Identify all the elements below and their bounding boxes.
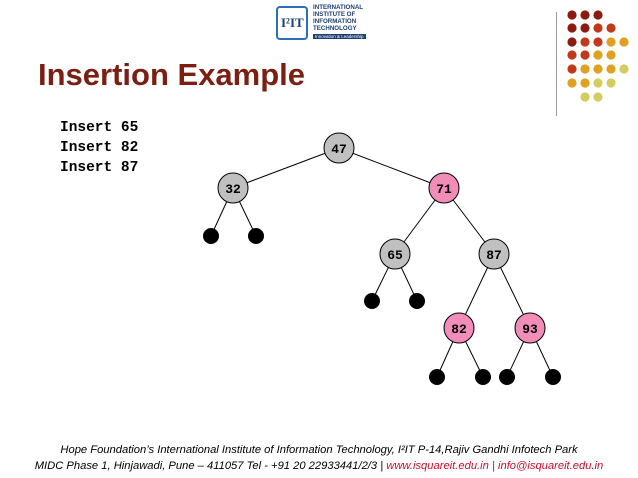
footer-separator: | bbox=[488, 460, 498, 472]
decorative-dot bbox=[593, 64, 603, 74]
node-key: 65 bbox=[387, 248, 403, 263]
decorative-dot bbox=[580, 50, 590, 60]
node-key: 82 bbox=[451, 322, 467, 337]
email-link[interactable]: info@isquareit.edu.in bbox=[497, 460, 604, 472]
nil-leaf bbox=[364, 293, 380, 309]
decorative-dot bbox=[567, 37, 577, 47]
decorative-dot bbox=[593, 50, 603, 60]
slide-title: Insertion Example bbox=[38, 57, 306, 92]
website-link[interactable]: www.isquareit.edu.in bbox=[386, 460, 489, 472]
decorative-dot bbox=[606, 23, 616, 33]
decorative-dot bbox=[580, 64, 590, 74]
edge-47-32 bbox=[232, 147, 340, 189]
decorative-dot bbox=[567, 78, 577, 88]
nil-leaf bbox=[545, 369, 561, 385]
decorative-dot bbox=[593, 78, 603, 88]
node-circle bbox=[428, 172, 460, 204]
footer-contact-line: MIDC Phase 1, Hinjawadi, Pune – 411057 T… bbox=[0, 460, 638, 472]
logo-line: INTERNATIONAL bbox=[313, 4, 364, 11]
node-circle bbox=[478, 238, 510, 270]
node-key: 71 bbox=[436, 182, 452, 197]
decorative-dot bbox=[580, 78, 590, 88]
vertical-divider bbox=[556, 12, 557, 116]
red-black-tree-diagram: 47 32 71 65 87 82 93 bbox=[203, 132, 561, 385]
tree-node-71: 71 bbox=[428, 172, 460, 204]
nil-leaf bbox=[203, 228, 219, 244]
tree-node-87: 87 bbox=[478, 238, 510, 270]
decorative-dot bbox=[580, 92, 590, 102]
decorative-dot bbox=[567, 10, 577, 20]
logo-mark: I²IT bbox=[281, 15, 304, 30]
tree-node-65: 65 bbox=[379, 238, 411, 270]
decorative-dot bbox=[593, 10, 603, 20]
nil-leaf bbox=[475, 369, 491, 385]
node-key: 87 bbox=[486, 248, 502, 263]
decorative-dot bbox=[606, 64, 616, 74]
decorative-dot-grid bbox=[567, 10, 629, 102]
nil-leaves bbox=[203, 228, 561, 385]
decorative-dot bbox=[580, 10, 590, 20]
tree-node-47: 47 bbox=[323, 132, 355, 164]
logo-line: INSTITUTE OF bbox=[313, 11, 356, 18]
decorative-dot bbox=[567, 23, 577, 33]
node-circle bbox=[514, 312, 546, 344]
footer-address-line: Hope Foundation’s International Institut… bbox=[60, 444, 578, 456]
nil-leaf bbox=[429, 369, 445, 385]
logo-tagline: Innovation & Leadership bbox=[313, 34, 366, 39]
decorative-dot bbox=[580, 37, 590, 47]
decorative-dot bbox=[593, 23, 603, 33]
node-circle bbox=[217, 172, 249, 204]
tree-node-32: 32 bbox=[217, 172, 249, 204]
tree-node-82: 82 bbox=[443, 312, 475, 344]
node-circle bbox=[379, 238, 411, 270]
decorative-dot bbox=[606, 78, 616, 88]
node-key: 32 bbox=[225, 182, 241, 197]
footer-address: MIDC Phase 1, Hinjawadi, Pune – 411057 T… bbox=[34, 460, 387, 472]
decorative-dot bbox=[606, 37, 616, 47]
decorative-dot bbox=[580, 23, 590, 33]
logo-line: INFORMATION bbox=[313, 18, 357, 25]
logo-line: TECHNOLOGY bbox=[313, 25, 357, 32]
decorative-dot bbox=[619, 37, 629, 47]
decorative-dot bbox=[593, 37, 603, 47]
institute-logo: I²IT INTERNATIONAL INSTITUTE OF INFORMAT… bbox=[276, 4, 368, 46]
edge-47-71 bbox=[338, 147, 445, 189]
nil-leaf bbox=[248, 228, 264, 244]
nil-leaf bbox=[409, 293, 425, 309]
node-circle bbox=[323, 132, 355, 164]
tree-node-93: 93 bbox=[514, 312, 546, 344]
logo-emblem: I²IT bbox=[276, 6, 308, 40]
decorative-dot bbox=[606, 50, 616, 60]
insert-command: Insert 82 bbox=[60, 140, 139, 156]
node-key: 47 bbox=[331, 142, 347, 157]
decorative-dot bbox=[567, 64, 577, 74]
node-key: 93 bbox=[522, 322, 538, 337]
insert-command-list: Insert 65 Insert 82 Insert 87 bbox=[60, 118, 138, 178]
insert-command: Insert 87 bbox=[60, 160, 139, 176]
decorative-dot bbox=[593, 92, 603, 102]
logo-text: INTERNATIONAL INSTITUTE OF INFORMATION T… bbox=[313, 4, 373, 32]
insert-command: Insert 65 bbox=[60, 120, 139, 136]
node-circle bbox=[443, 312, 475, 344]
decorative-dot bbox=[619, 64, 629, 74]
decorative-dot bbox=[567, 50, 577, 60]
nil-leaf bbox=[499, 369, 515, 385]
